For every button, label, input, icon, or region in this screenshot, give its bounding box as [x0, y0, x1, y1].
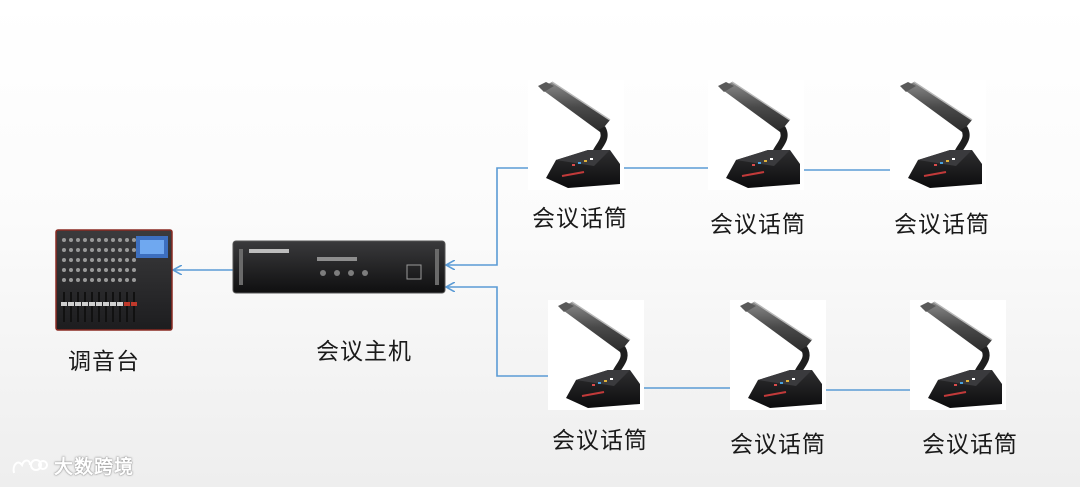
watermark: 大数跨境: [10, 452, 134, 479]
mixer-fader-cap: [61, 302, 67, 306]
mixer-fader-cap: [96, 302, 102, 306]
mixer-knob: [111, 278, 115, 282]
link-bottom-mics-to-host: [447, 287, 560, 377]
mixer-fader-track: [84, 292, 86, 322]
mixer-fader-track: [133, 292, 135, 322]
mixer-knob: [76, 278, 80, 282]
mixer-knob: [104, 268, 108, 272]
mixer-fader-track: [119, 292, 121, 322]
mixer-knob: [90, 238, 94, 242]
mixer-knob: [118, 258, 122, 262]
mic-label-top-2: 会议话筒: [710, 212, 806, 238]
mixer-label: 调音台: [68, 349, 140, 375]
mixer-knob: [83, 268, 87, 272]
mixer-knob: [111, 268, 115, 272]
mixer-knob: [125, 238, 129, 242]
mixer-device: [55, 229, 173, 331]
conference-mic-bottom-2: [730, 300, 826, 410]
mixer-knob: [97, 238, 101, 242]
mixer-knob: [125, 248, 129, 252]
mixer-fader-cap: [82, 302, 88, 306]
mixer-fader-track: [77, 292, 79, 322]
mixer-fader-track: [91, 292, 93, 322]
mixer-knob: [69, 268, 73, 272]
mixer-knob: [104, 258, 108, 262]
mic-label-bottom-1: 会议话筒: [552, 428, 648, 454]
mixer-fader-cap: [68, 302, 74, 306]
mixer-knob: [76, 268, 80, 272]
mixer-fader-cap: [131, 302, 137, 306]
host-device: [232, 240, 446, 294]
mixer-knob: [83, 238, 87, 242]
mixer-knob: [111, 248, 115, 252]
mixer-knob: [62, 278, 66, 282]
mixer-knob: [62, 248, 66, 252]
mixer-fader-track: [126, 292, 128, 322]
link-top-mics-to-host: [447, 167, 548, 265]
mixer-knob: [76, 238, 80, 242]
mixer-knob: [97, 258, 101, 262]
mixer-knob: [76, 258, 80, 262]
mixer-knob: [125, 278, 129, 282]
mixer-knob: [104, 248, 108, 252]
watermark-text: 大数跨境: [54, 456, 135, 478]
mixer-knob: [69, 258, 73, 262]
mixer-knob: [132, 248, 136, 252]
mixer-knob: [104, 238, 108, 242]
mixer-knob: [132, 238, 136, 242]
mixer-fader-track: [70, 292, 72, 322]
mixer-fader-cap: [89, 302, 95, 306]
mic-label-bottom-3: 会议话筒: [922, 432, 1018, 458]
mixer-fader-cap: [117, 302, 123, 306]
mixer-knob: [97, 268, 101, 272]
mixer-knob: [62, 258, 66, 262]
conference-mic-bottom-3: [910, 300, 1006, 410]
mixer-knob: [125, 258, 129, 262]
mixer-knob: [118, 278, 122, 282]
mixer-knob: [83, 278, 87, 282]
mic-label-bottom-2: 会议话筒: [730, 432, 826, 458]
mixer-knob: [83, 248, 87, 252]
conference-mic-top-3: [890, 80, 986, 190]
watermark-logo-icon: [12, 458, 48, 473]
mixer-knob: [97, 278, 101, 282]
mixer-knob: [97, 248, 101, 252]
mixer-knob: [132, 258, 136, 262]
conference-mic-top-2: [708, 80, 804, 190]
mic-label-top-1: 会议话筒: [532, 206, 628, 232]
mixer-knob: [83, 258, 87, 262]
mixer-fader-track: [112, 292, 114, 322]
mixer-knob: [118, 268, 122, 272]
mixer-fader-track: [98, 292, 100, 322]
mixer-fader-cap: [110, 302, 116, 306]
mixer-knob: [62, 238, 66, 242]
mixer-knob: [69, 248, 73, 252]
mixer-knob: [104, 278, 108, 282]
mixer-fader-track: [105, 292, 107, 322]
mixer-knob: [118, 248, 122, 252]
mixer-knob: [118, 238, 122, 242]
mixer-knob: [111, 238, 115, 242]
mixer-knob: [69, 238, 73, 242]
mixer-knob: [69, 278, 73, 282]
mixer-fader-track: [63, 292, 65, 322]
mic-label-top-3: 会议话筒: [894, 212, 990, 238]
conference-mic-top-1: [528, 80, 624, 190]
mixer-fader-cap: [103, 302, 109, 306]
conference-mic-bottom-1: [548, 300, 644, 410]
mixer-knob: [76, 248, 80, 252]
mixer-fader-cap: [75, 302, 81, 306]
mixer-knob: [132, 278, 136, 282]
mixer-knob: [111, 258, 115, 262]
mixer-knob: [90, 268, 94, 272]
host-label: 会议主机: [316, 339, 412, 365]
mixer-knob: [132, 268, 136, 272]
mixer-knob: [90, 248, 94, 252]
mixer-knob: [90, 278, 94, 282]
mixer-fader-cap: [124, 302, 130, 306]
mixer-knob: [125, 268, 129, 272]
mixer-knob: [62, 268, 66, 272]
mixer-knob: [90, 258, 94, 262]
